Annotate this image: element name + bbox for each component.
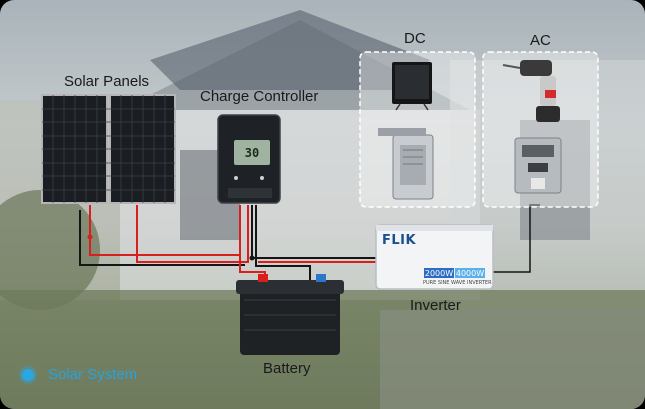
dc-label: DC: [404, 30, 426, 47]
ac-box: [482, 51, 599, 208]
charge-controller: [217, 114, 281, 204]
charge-controller-label: Charge Controller: [200, 88, 319, 105]
legend-text: Solar System: [48, 366, 138, 383]
battery: [236, 274, 344, 355]
power-drill-icon: [502, 60, 560, 122]
espresso-machine-icon: [514, 137, 562, 194]
solar-panels: [41, 94, 176, 204]
solar-panels-label: Solar Panels: [64, 73, 150, 90]
inverter-label: Inverter: [410, 297, 461, 314]
inverter-subtitle: PURE SINE WAVE INVERTER: [423, 280, 492, 286]
legend: Solar System: [22, 366, 137, 383]
inverter-power-2: 4000W: [455, 268, 485, 278]
mini-fridge-icon: [378, 128, 434, 200]
inverter-power-1: 2000W: [424, 268, 454, 278]
tv-icon: [392, 62, 432, 111]
inverter-brand: FLIK: [382, 233, 417, 248]
battery-label: Battery: [263, 360, 311, 377]
legend-dot: [22, 368, 34, 381]
ac-label: AC: [530, 32, 551, 49]
controller-display: 30: [244, 145, 260, 160]
